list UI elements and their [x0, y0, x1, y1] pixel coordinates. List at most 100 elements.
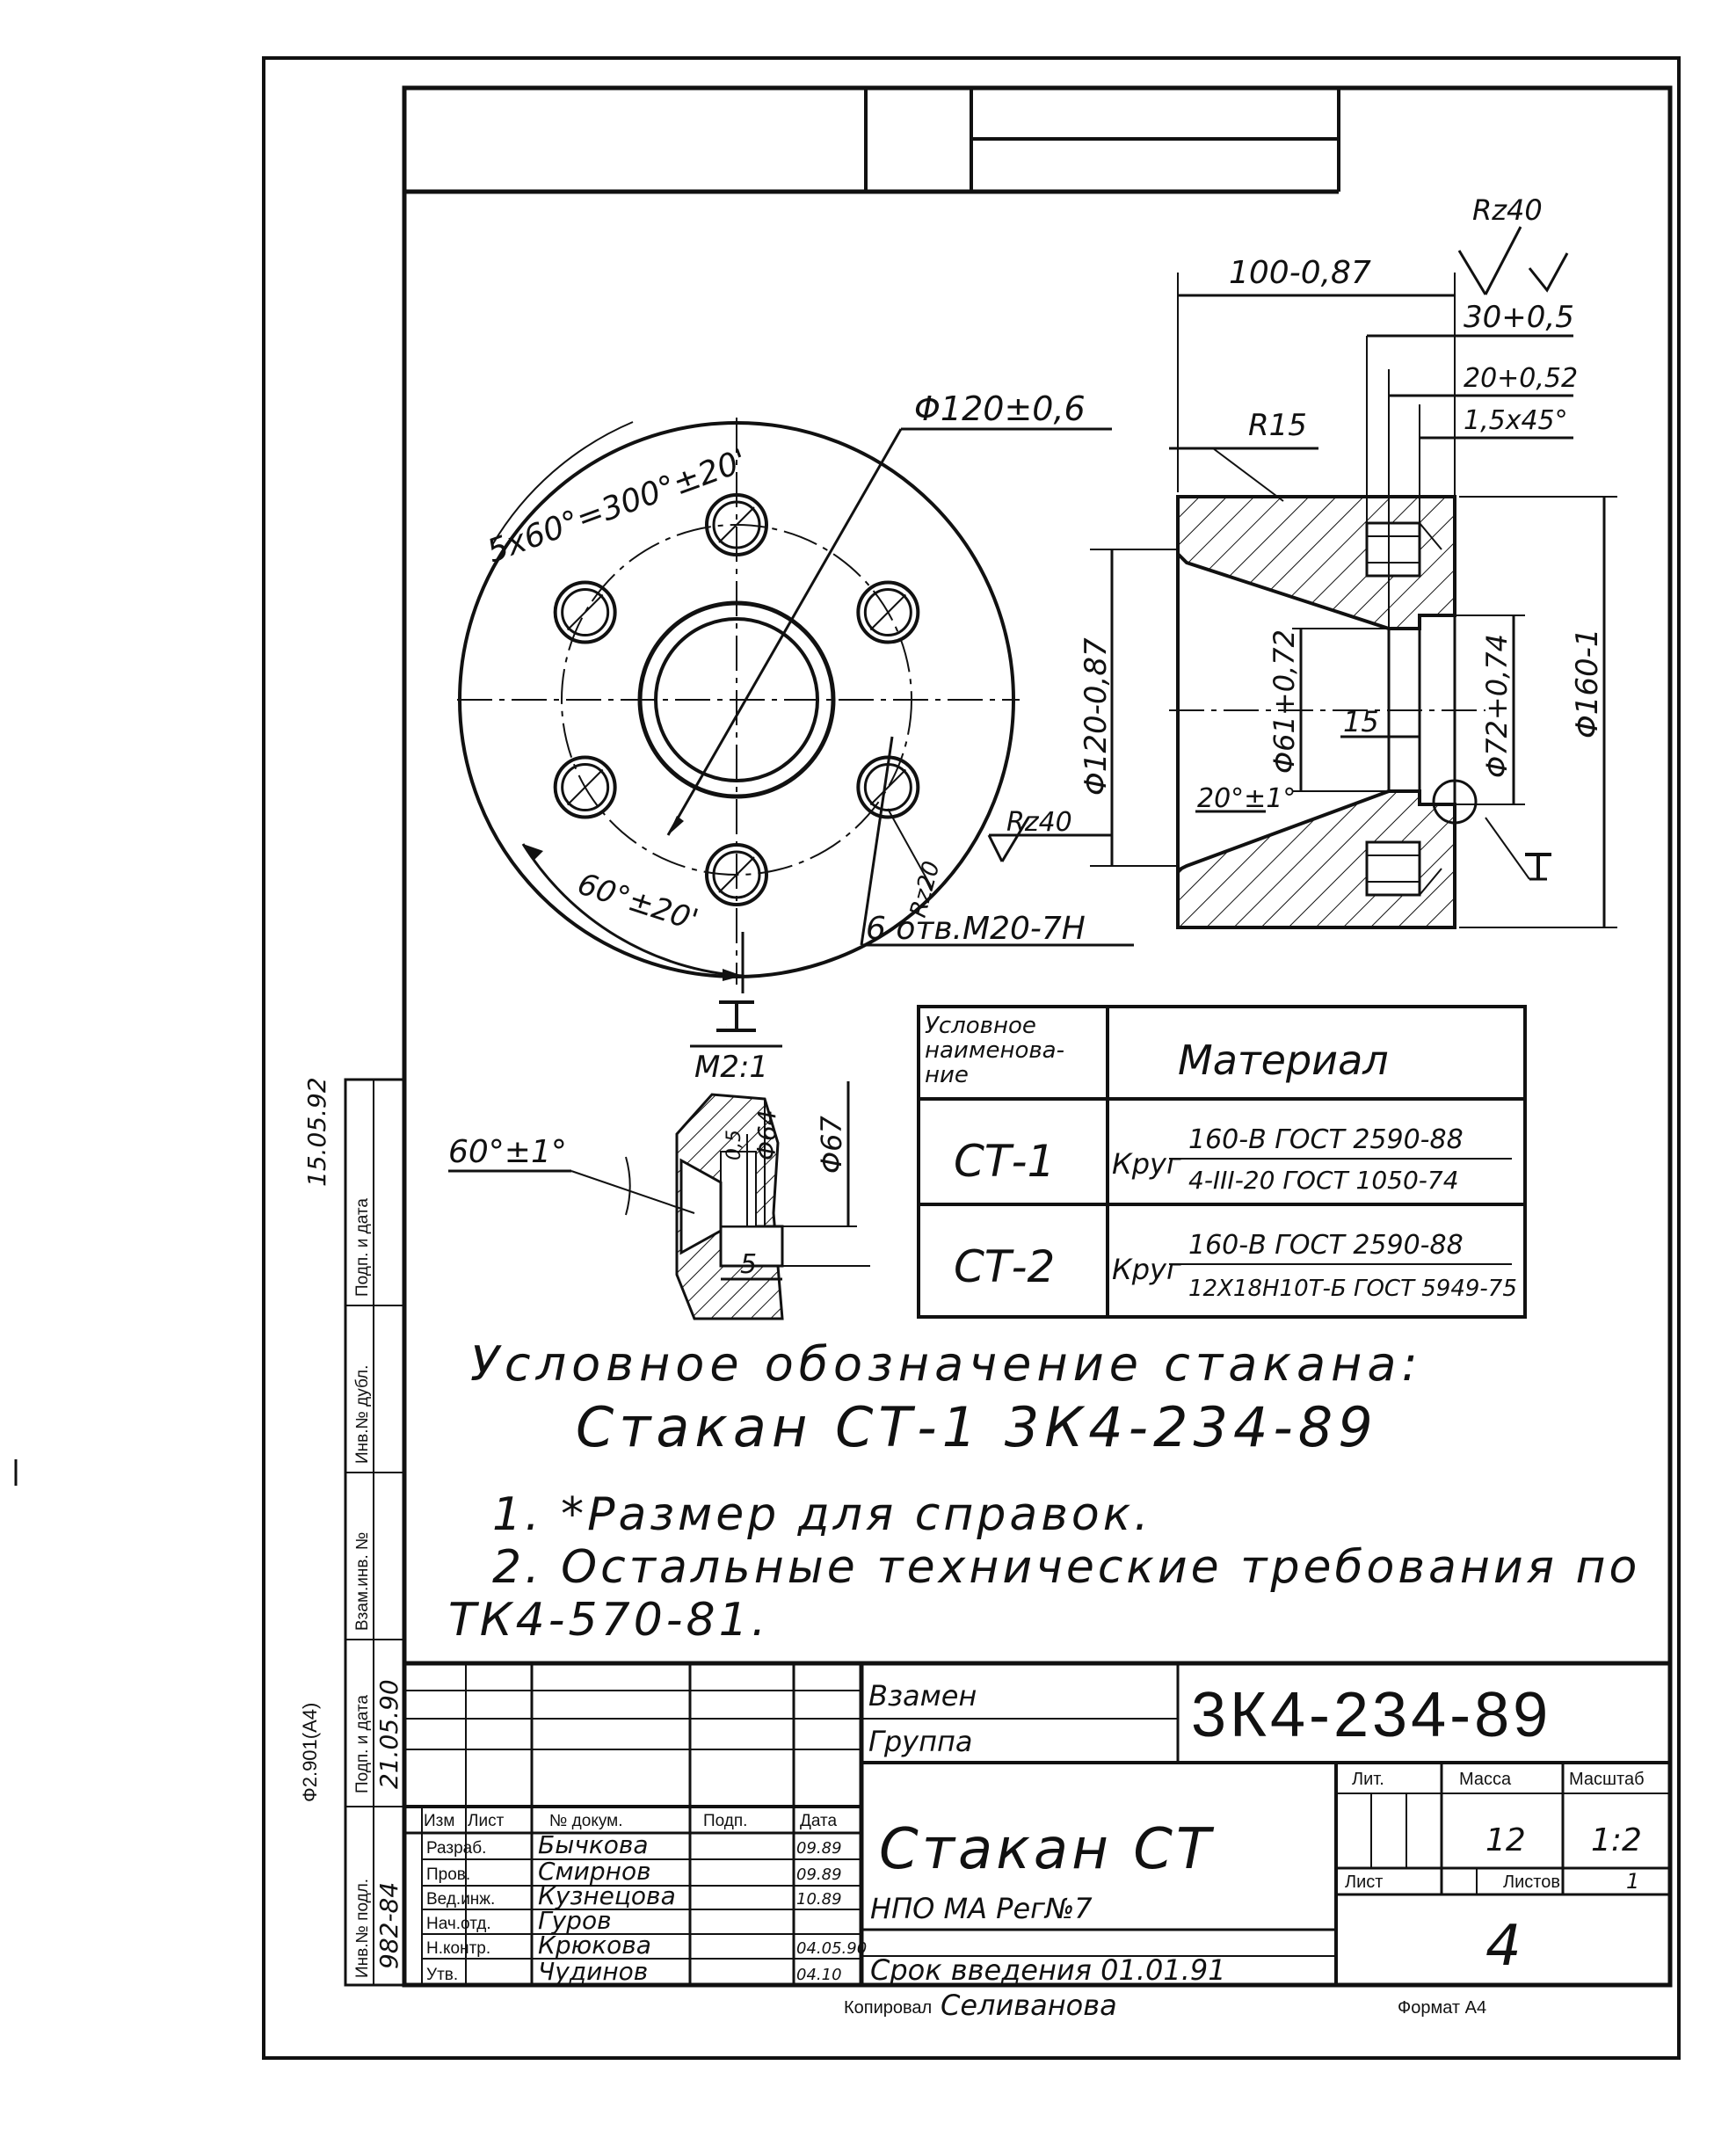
depth-20-dim: 20+0,52 — [1464, 363, 1578, 394]
chamfer-dim: 1,5х45° — [1464, 405, 1568, 436]
holes-callout: 6 отв.М20-7Н — [866, 911, 1086, 947]
outer-border — [262, 56, 1681, 2060]
role-name: Гуров — [538, 1906, 612, 1935]
side-label-0: Инв.№ подл. — [353, 1879, 372, 1978]
group-label: Группа — [868, 1725, 973, 1758]
side-stamp — [344, 1078, 406, 1987]
role-date: 10.89 — [796, 1890, 842, 1909]
sheet-label: Лист — [1345, 1873, 1383, 1892]
hdr-izm: Изм — [424, 1812, 454, 1830]
sheets-label: Листов — [1503, 1873, 1560, 1892]
role-label: Пров. — [426, 1865, 470, 1884]
bolt-hole — [553, 580, 617, 644]
dia-120-dim: Φ120-0,87 — [1079, 637, 1114, 796]
mass-label: Масса — [1459, 1770, 1512, 1789]
detail-dia-64: Φ64 — [752, 1109, 781, 1160]
copied-label: Копировал — [844, 1998, 932, 2018]
general-roughness-label: Rz40 — [1472, 193, 1543, 227]
note-2: 2. Остальные технические требования по — [492, 1541, 1640, 1594]
radius-dim: R15 — [1248, 408, 1307, 443]
dia-61-dim: Φ61+0,72 — [1267, 629, 1301, 774]
format-code: Ф2.901(А4) — [299, 1703, 321, 1802]
front-view — [457, 418, 1134, 1032]
row1-name: СТ-1 — [954, 1136, 1055, 1187]
row2-bottom: 12Х18Н10Т-Б ГОСТ 5949-75 — [1188, 1276, 1517, 1302]
side-signature-date: 15.05.92 — [302, 1077, 331, 1187]
side-value-1: 21.05.90 — [374, 1679, 403, 1789]
scale-value: 1:2 — [1591, 1822, 1642, 1858]
bolt-hole — [712, 500, 761, 549]
doc-number: 3К4-234-89 — [1191, 1680, 1551, 1750]
hdr-date: Дата — [800, 1812, 838, 1830]
hdr-doc: № докум. — [549, 1812, 622, 1830]
bolt-hole-axis — [718, 856, 755, 893]
roughness-outer-label: Rz40 — [1006, 807, 1072, 838]
row1-top: 160-В ГОСТ 2590-88 — [1188, 1124, 1464, 1155]
angle-label: 60°±20' — [573, 867, 702, 939]
role-date: 04.05.90 — [796, 1939, 867, 1958]
side-label-1: Подп. и дата — [353, 1695, 372, 1793]
role-label: Разраб. — [426, 1839, 486, 1858]
title-block — [404, 1661, 1670, 1985]
sheets-value: 1 — [1626, 1869, 1639, 1894]
designation-value: Стакан СТ-1 3К4-234-89 — [576, 1395, 1378, 1459]
pitch-diameter-label: Φ120±0,6 — [914, 389, 1086, 428]
row2-prefix: Круг — [1112, 1253, 1181, 1286]
role-date: 04.10 — [796, 1966, 842, 1984]
section-mark-side: I — [1534, 874, 1535, 876]
sheet-number: 4 — [1485, 1914, 1522, 1979]
hdr-sign: Подп. — [703, 1812, 747, 1830]
detail-dim-05: 0,5 — [723, 1130, 745, 1160]
role-name: Кузнецова — [538, 1881, 676, 1910]
section-view — [1090, 226, 1617, 929]
bolt-hole-axis — [869, 768, 907, 806]
note-3: ТК4-570-81. — [448, 1594, 769, 1647]
copied-name: Селиванова — [941, 1989, 1117, 2022]
bolt-hole — [712, 850, 761, 899]
note-1: 1. *Размер для справок. — [492, 1488, 1152, 1541]
side-label-2: Взам.инв. № — [353, 1532, 372, 1631]
bolt-hole-axis — [718, 506, 755, 543]
role-label: Утв. — [426, 1966, 458, 1984]
role-label: Н.контр. — [426, 1939, 490, 1958]
row1-bottom: 4-III-20 ГОСТ 1050-74 — [1188, 1166, 1459, 1195]
bolt-hole-axis — [566, 593, 604, 631]
scale-label: Масштаб — [1569, 1770, 1645, 1789]
bolt-hole — [705, 493, 768, 556]
detail-scale: М2:1 — [694, 1050, 768, 1085]
dia-72-dim: Φ72+0,74 — [1480, 634, 1514, 778]
role-name: Бычкова — [538, 1830, 649, 1859]
part-name: Стакан СТ — [879, 1817, 1215, 1882]
replace-label: Взамен — [868, 1679, 977, 1713]
side-label-4: Подп. и дата — [353, 1198, 372, 1297]
row1-prefix: Круг — [1112, 1147, 1181, 1181]
role-label: Нач.отд. — [426, 1915, 491, 1933]
bolt-hole-axis — [869, 593, 907, 631]
bolt-hole-axis — [566, 768, 604, 806]
row2-name: СТ-2 — [954, 1241, 1055, 1292]
bolt-hole — [705, 843, 768, 906]
role-label: Вед.инж. — [426, 1890, 495, 1909]
role-date: 09.89 — [796, 1865, 842, 1884]
lit-label: Лит. — [1352, 1770, 1384, 1789]
bolt-hole — [561, 763, 610, 811]
detail-angle: 60°±1° — [448, 1134, 567, 1170]
section-mark-front: I — [726, 1026, 727, 1028]
bolt-hole — [863, 588, 912, 636]
bolt-hole — [856, 580, 920, 644]
table-header-material: Материал — [1178, 1036, 1389, 1084]
bolt-hole — [553, 755, 617, 819]
detail-dia-67: Φ67 — [815, 1115, 848, 1174]
side-label-3: Инв.№ дубл. — [353, 1365, 372, 1464]
depth-30-dim: 30+0,5 — [1464, 300, 1574, 335]
hdr-list: Лист — [468, 1812, 505, 1830]
row2-top: 160-В ГОСТ 2590-88 — [1188, 1230, 1464, 1261]
mass-value: 12 — [1485, 1822, 1526, 1858]
angle-20-dim: 20°±1° — [1197, 783, 1296, 814]
role-name: Смирнов — [538, 1857, 651, 1886]
designation-label: Условное обозначение стакана: — [470, 1336, 1423, 1392]
inner-frame — [402, 85, 1673, 1988]
role-date: 09.89 — [796, 1839, 842, 1858]
dia-160-dim: Φ160-1 — [1570, 628, 1605, 738]
